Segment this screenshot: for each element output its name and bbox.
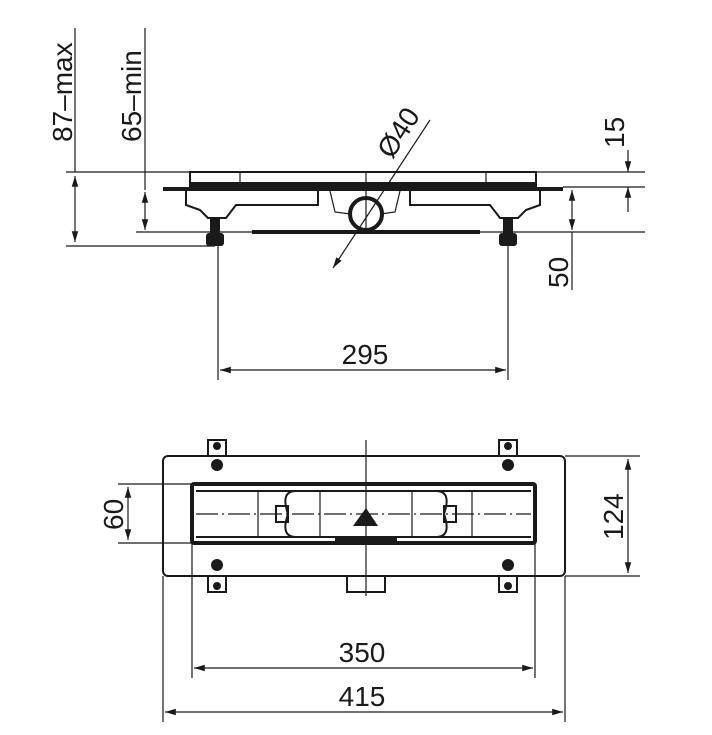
screw-hole (213, 582, 221, 590)
dim-channel-width: 60 (98, 499, 129, 530)
body-left (185, 191, 319, 219)
body-right (409, 191, 541, 219)
dim-grate-height: 15 (599, 117, 630, 148)
drain-insert (284, 490, 448, 538)
screw-hole (504, 442, 512, 450)
mounting-tab (498, 576, 518, 593)
side-view: 87–max 65–min Ø40 15 50 295 (47, 28, 645, 380)
screw-hole (502, 559, 514, 571)
mounting-tabs (207, 439, 518, 593)
screw-hole (504, 582, 512, 590)
dim-overall-length: 415 (339, 681, 386, 712)
mounting-tab (207, 576, 227, 593)
foot-stem-left (210, 218, 220, 234)
outlet-stub (346, 575, 386, 593)
dim-feet-spacing: 295 (342, 339, 389, 370)
screw-hole (502, 459, 514, 471)
mounting-tab (207, 439, 227, 456)
dim-overall-width: 124 (598, 493, 629, 540)
dim-max-height: 87–max (47, 42, 78, 142)
screw-hole (211, 559, 223, 571)
dim-min-height: 65–min (116, 50, 147, 142)
dim-body-height: 50 (543, 257, 574, 288)
screw-hole (211, 459, 223, 471)
outlet-housing (329, 190, 401, 215)
foot-stem-right (503, 218, 513, 234)
leader-line-pipe-diameter (332, 119, 431, 269)
top-view: 60 124 350 415 (98, 439, 640, 722)
foot-left (206, 233, 224, 246)
dim-channel-length: 350 (339, 637, 386, 668)
dim-pipe-diameter: Ø40 (371, 102, 426, 163)
flange (163, 187, 563, 191)
screw-hole (213, 442, 221, 450)
foot-right (499, 233, 517, 246)
mounting-tab (498, 439, 518, 456)
